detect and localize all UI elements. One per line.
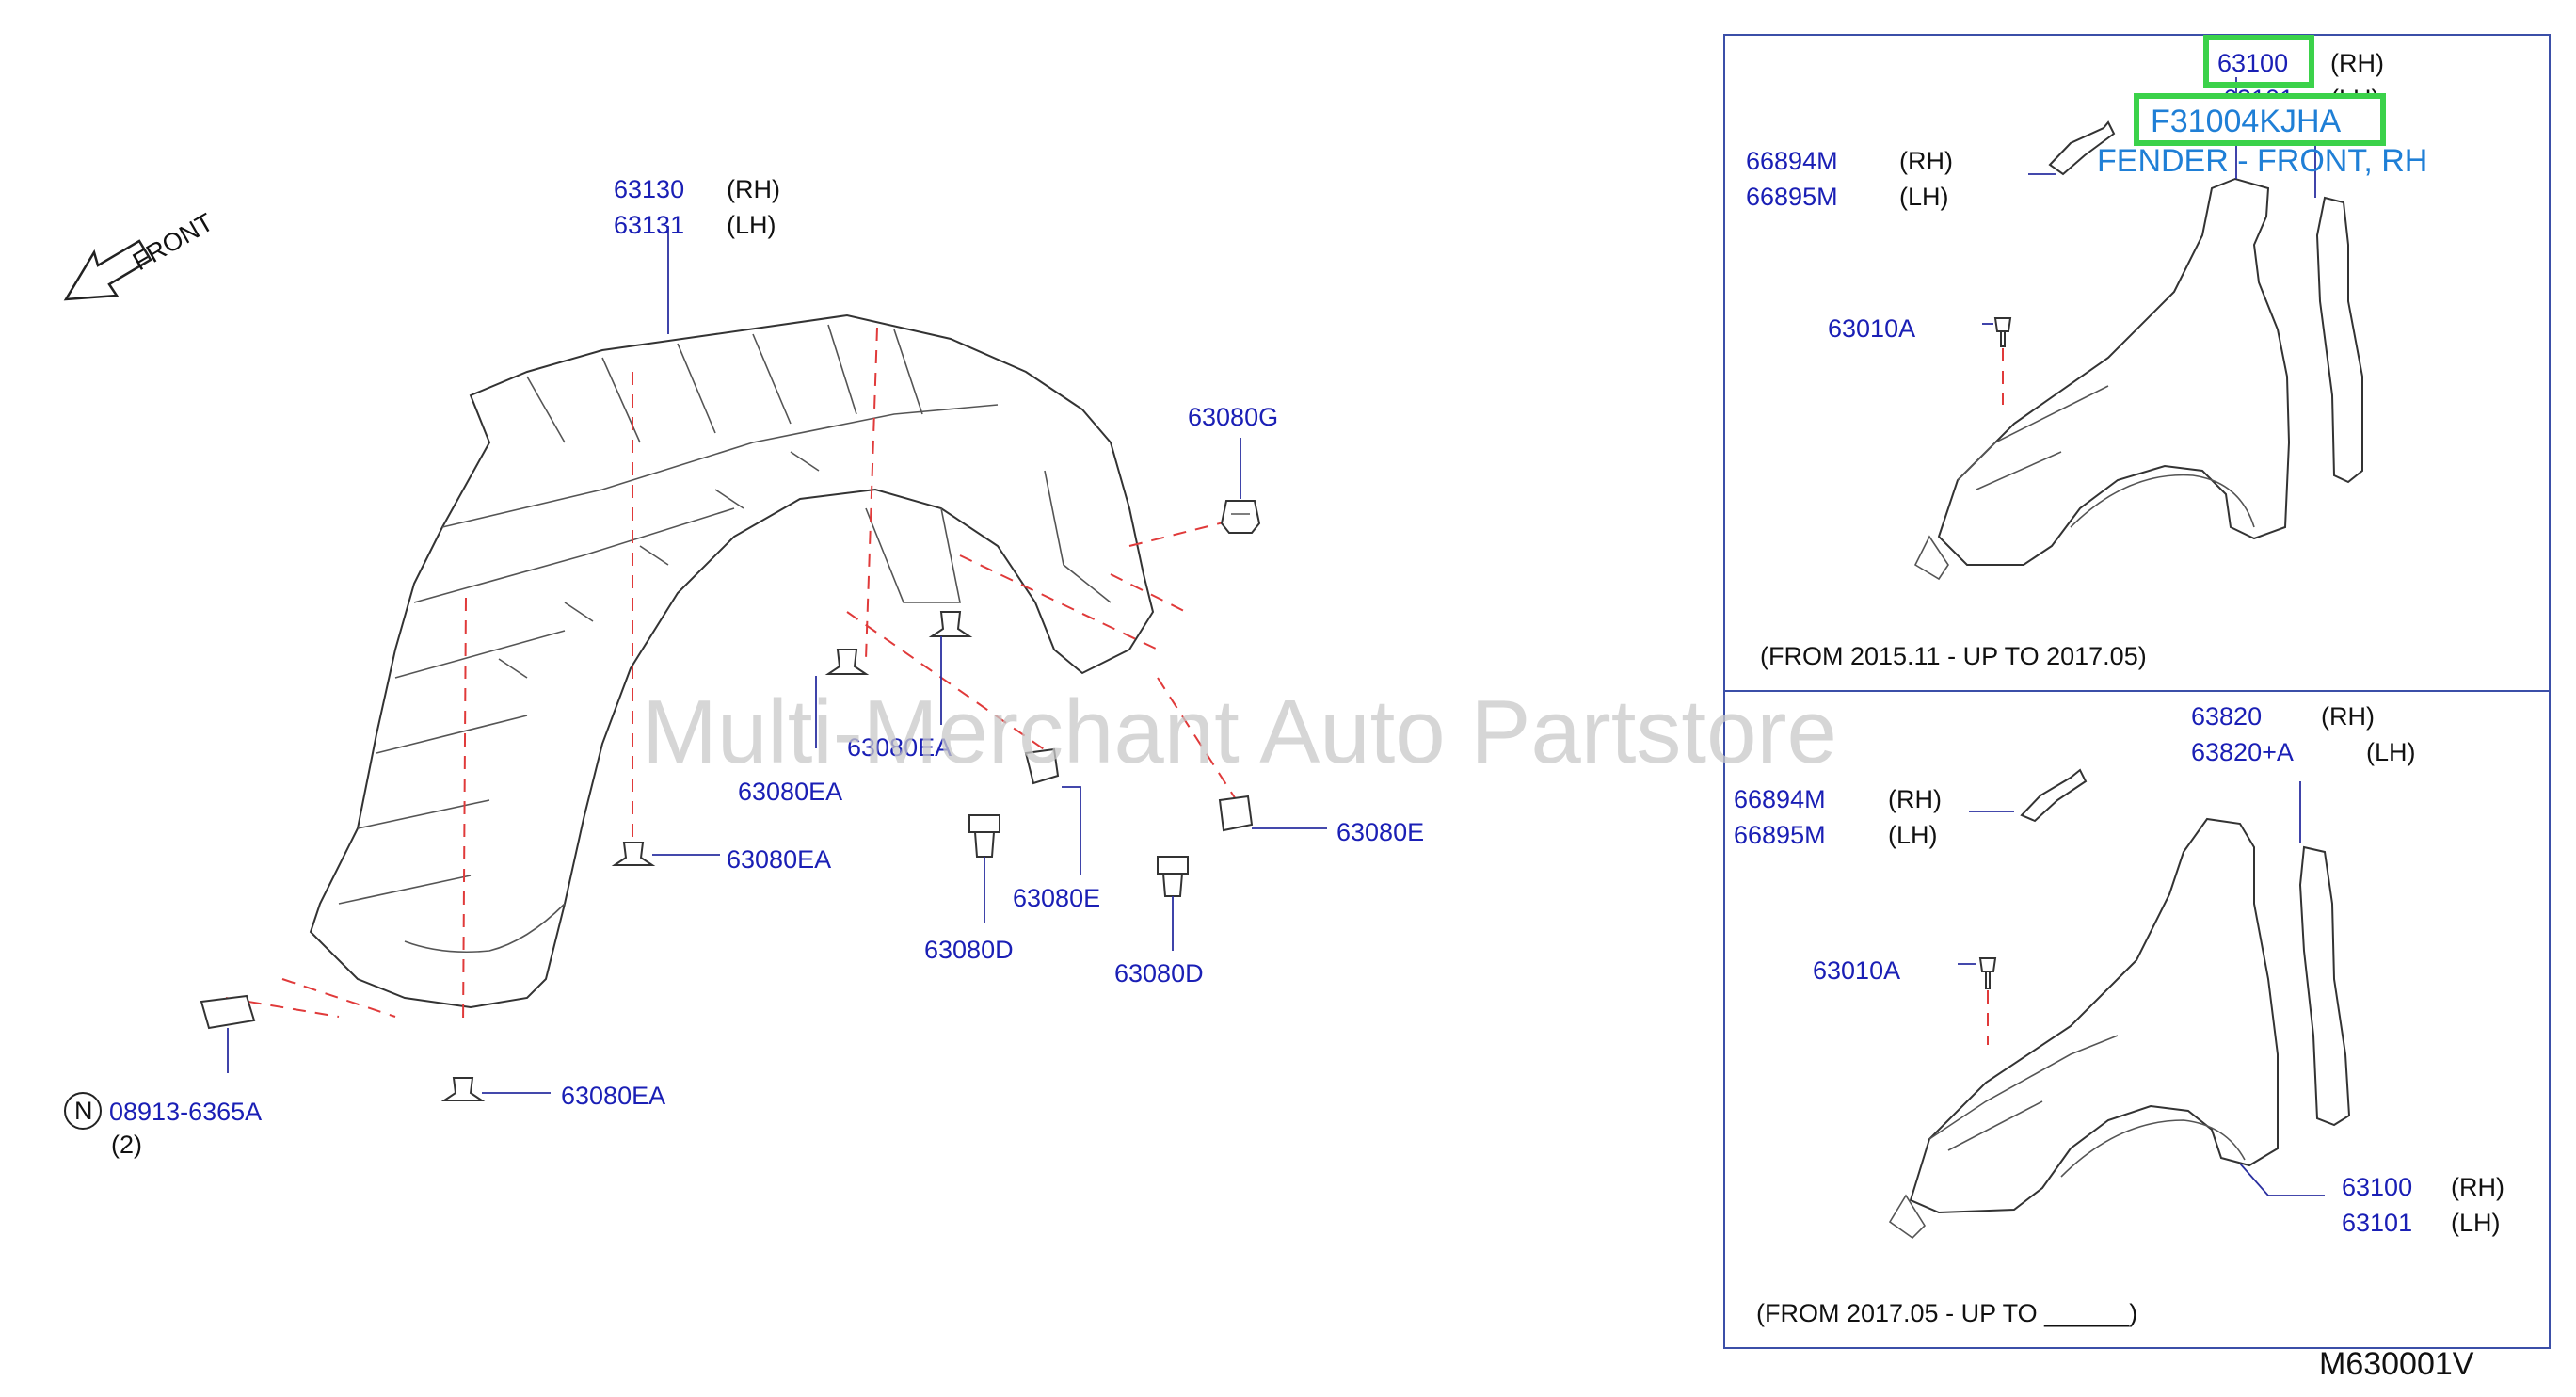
- label-63080EA-2: 63080EA: [738, 778, 842, 806]
- bottom-fender-code-rh: 63100: [2342, 1173, 2412, 1201]
- bolt-63080D-icon-1: [968, 814, 1000, 858]
- liner-code-rh: 63130: [614, 175, 684, 203]
- diagram-code: M630001V: [2319, 1346, 2474, 1382]
- liner-lh-tag: (LH): [727, 211, 776, 239]
- bottom-fender-rh-tag: (RH): [2451, 1173, 2504, 1201]
- bottom-fender-code-lh: 63101: [2342, 1209, 2412, 1237]
- liner-code-lh: 63131: [614, 211, 684, 239]
- top-bracket-code-rh: 66894M: [1746, 147, 1838, 175]
- top-date-range: (FROM 2015.11 - UP TO 2017.05): [1760, 642, 2147, 670]
- label-63080G: 63080G: [1188, 403, 1278, 431]
- front-label: FRONT: [128, 208, 218, 276]
- nut-prefix-circle: [64, 1092, 102, 1130]
- nut-08913-icon: [200, 994, 256, 1030]
- bottom-box-leaders: [1958, 781, 2325, 1196]
- bottom-bolt-code: 63010A: [1813, 956, 1900, 985]
- bottom-bracket-code-lh: 66895M: [1734, 821, 1826, 849]
- bottom-seal-lh-tag: (LH): [2366, 738, 2416, 766]
- front-arrow-icon: [63, 239, 152, 301]
- clip-63080EA-icon-4: [440, 1077, 486, 1101]
- highlight-part-number: F31004KJHA: [2151, 104, 2342, 139]
- bottom-seal-code-lh: 63820+A: [2191, 738, 2294, 766]
- top-bolt-code: 63010A: [1828, 314, 1915, 343]
- label-63080D-1: 63080D: [924, 936, 1014, 964]
- bolt-63080D-icon-2: [1157, 856, 1189, 897]
- top-bracket-code-lh: 66895M: [1746, 183, 1838, 211]
- bottom-bracket-code-rh: 66894M: [1734, 785, 1826, 813]
- highlight-box-63100: [2203, 35, 2314, 88]
- nut-prefix: N: [74, 1097, 93, 1125]
- fender-liner: [309, 313, 1155, 1009]
- label-63080E-2: 63080E: [1336, 818, 1424, 846]
- top-bracket-rh-tag: (RH): [1899, 147, 1953, 175]
- clip-63080EA-icon-3: [611, 842, 656, 866]
- leader-lines-main: [227, 226, 1327, 1094]
- top-fender-code-rh: 63100: [2217, 49, 2288, 77]
- nut-qty: (2): [111, 1131, 142, 1159]
- label-63080E-1: 63080E: [1013, 884, 1100, 912]
- highlight-box-part-number: [2134, 93, 2386, 146]
- clip-63080E-icon-1: [1024, 747, 1060, 785]
- bottom-variant-box: [1723, 690, 2551, 1349]
- label-63080EA-4: 63080EA: [561, 1082, 665, 1110]
- bottom-fender-lh-tag: (LH): [2451, 1209, 2501, 1237]
- top-fender-rh-tag: (RH): [2330, 49, 2384, 77]
- bottom-bracket-lh-tag: (LH): [1888, 821, 1938, 849]
- nut-code: 08913-6365A: [109, 1098, 262, 1126]
- highlight-part-description: FENDER - FRONT, RH: [2097, 143, 2427, 179]
- bottom-date-range: (FROM 2017.05 - UP TO ______): [1756, 1299, 2137, 1327]
- top-bracket-lh-tag: (LH): [1899, 183, 1949, 211]
- liner-rh-tag: (RH): [727, 175, 780, 203]
- clip-63080EA-icon-1: [824, 649, 870, 675]
- top-fender-drawing: [1913, 120, 2363, 581]
- clip-63080EA-icon-2: [928, 611, 973, 637]
- clip-63080E-icon-2: [1218, 795, 1254, 832]
- bottom-fender-drawing: [1888, 768, 2351, 1240]
- clip-63080G-icon: [1220, 500, 1261, 534]
- watermark: Multi-Merchant Auto Partstore: [642, 682, 1837, 782]
- label-63080D-2: 63080D: [1114, 959, 1204, 988]
- label-63080EA-3: 63080EA: [727, 845, 831, 874]
- bottom-bracket-rh-tag: (RH): [1888, 785, 1942, 813]
- bottom-seal-code-rh: 63820: [2191, 702, 2262, 731]
- bottom-seal-rh-tag: (RH): [2321, 702, 2375, 731]
- label-63080EA-1: 63080EA: [847, 733, 952, 762]
